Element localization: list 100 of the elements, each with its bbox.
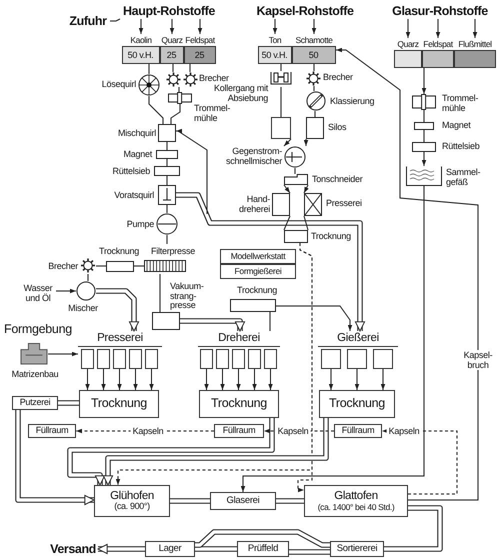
dashed-arrow [298, 242, 312, 492]
transport-arrow [96, 288, 140, 332]
station-box: Glaserei [210, 492, 276, 510]
transport-pipe [289, 549, 330, 555]
equipment-label: Lösequirl [100, 80, 136, 90]
edge-label: Kapsel-bruch [462, 350, 494, 370]
arrow [336, 48, 478, 500]
equipment-label: Brecher [47, 262, 78, 272]
station-box [321, 349, 341, 369]
filling-room-box: Füllraum [334, 424, 382, 438]
equipment-label: Silos [328, 123, 348, 133]
equipment-label: Mischquirl [116, 129, 156, 139]
arrow [101, 368, 106, 390]
material-label: Quarz [396, 38, 420, 50]
silo-box [271, 117, 291, 139]
connector-line [166, 142, 168, 150]
arrow [304, 184, 309, 194]
station-heading: Dreherei [198, 331, 280, 347]
equipment-label: Trocknung [311, 232, 352, 242]
transport-pipe [58, 400, 79, 406]
input-label: Wasser und Öl [20, 283, 56, 305]
arrow [204, 368, 209, 390]
shipping-label: Versand [48, 540, 98, 558]
transport-arrow [180, 318, 246, 332]
equipment-label: Filterpresse [150, 247, 196, 257]
filling-room-box: Füllraum [214, 424, 264, 438]
dryer-box: Trocknung [199, 390, 279, 418]
station-box [113, 349, 126, 369]
kiln-box [304, 485, 408, 517]
connector-line [294, 168, 296, 174]
kiln-name: Glattofen [334, 490, 378, 503]
equipment-label: Sammel-gefäß [446, 168, 482, 188]
equipment-label: Rüttelsieb [111, 167, 150, 177]
material-label: Feldspat [184, 34, 216, 46]
arrow [422, 152, 426, 166]
equipment-label: Kollergang mit Absiebung [212, 84, 268, 104]
station-box [373, 349, 393, 369]
transport-arrow [176, 192, 366, 332]
equipment-label: Trocknung [236, 286, 278, 296]
equipment-label: Voratsquirl [113, 191, 154, 201]
group-heading: Kapsel-Rohstoffe [254, 2, 356, 19]
filling-room-box: Füllraum [28, 424, 76, 438]
arrow [406, 18, 410, 38]
connector-line [284, 216, 290, 230]
transport-pipe [195, 546, 237, 552]
transport-arrow [15, 410, 94, 506]
edge-label: Kapseln [130, 426, 166, 436]
arrow [354, 368, 360, 390]
material-label: Flußmittel [457, 38, 493, 50]
edge-label: Kapseln [386, 426, 422, 436]
arrow [170, 18, 174, 34]
arrow [138, 18, 144, 34]
section-label: Formgebung [4, 322, 72, 336]
station-box [129, 349, 142, 369]
proportion-cell: 50 v.H. [258, 46, 292, 64]
connector-line [314, 110, 316, 118]
station-box [232, 349, 245, 369]
equipment-label: Gegenstrom-schnellmischer [224, 147, 282, 166]
arrow [284, 138, 292, 146]
kiln-name: Glühofen [110, 490, 154, 502]
equipment-label: Klassierung [330, 97, 376, 107]
arrow [133, 368, 138, 390]
proportion-cell: 50 [292, 46, 336, 64]
connector-line [148, 64, 150, 74]
connector-line [110, 18, 120, 22]
arrow [117, 368, 122, 390]
transport-pipe [276, 498, 304, 504]
kiln-box [94, 485, 170, 517]
arrow [220, 368, 225, 390]
proportion-cell: 50 v.H. [122, 46, 160, 64]
equipment-label: Magnet [442, 121, 472, 131]
connector-line [166, 158, 168, 166]
arrow [240, 186, 424, 492]
station-box [264, 349, 277, 369]
material-label: Quarz [160, 34, 184, 46]
arrow [312, 18, 316, 34]
equipment-label: Trommel-mühle [442, 94, 480, 114]
transport-pipe [384, 505, 443, 552]
station-box: Lager [145, 541, 195, 557]
material-label: Feldspat [422, 38, 454, 50]
station-box [81, 349, 94, 369]
equipment-label: Pumpe [126, 220, 154, 230]
arrow [48, 352, 78, 356]
transport-arrow [67, 418, 275, 486]
firing-note: (ca. 900°) [114, 502, 150, 512]
station-box [200, 349, 213, 369]
arrow [56, 288, 76, 294]
equipment-label: Tonschneider [312, 175, 364, 185]
transport-pipe [170, 498, 210, 504]
connector-line [166, 204, 168, 214]
group-heading: Glasur-Rohstoffe [388, 2, 492, 19]
equipment-label: Vakuum-strang-presse [170, 282, 205, 311]
arrow [176, 128, 208, 214]
workshop-box: Formgießerei [220, 264, 296, 279]
station-box [216, 349, 229, 369]
feed-label: Zufuhr [66, 12, 110, 29]
connector-line [280, 86, 282, 118]
proportion-cell: 25 [160, 46, 184, 64]
transport-arrow [102, 418, 329, 486]
dryer-box: Trocknung [79, 390, 159, 418]
